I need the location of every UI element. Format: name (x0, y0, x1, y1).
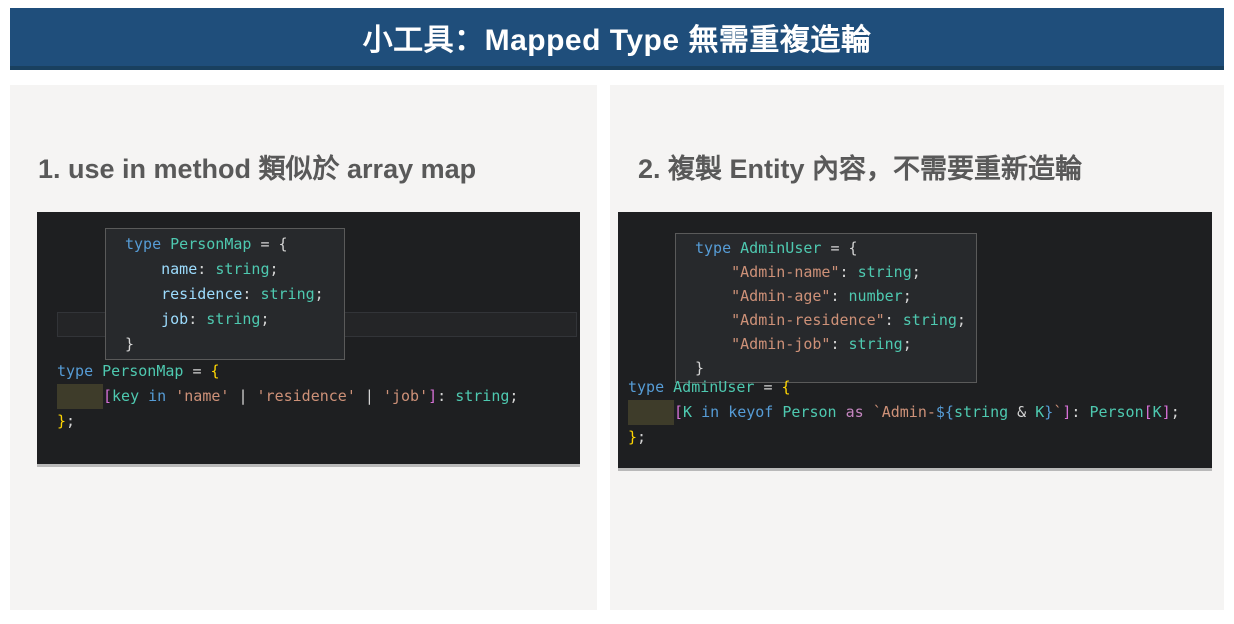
code-editor-screenshot-2: type AdminUser = { "Admin-name": string;… (618, 212, 1212, 468)
code-editor-screenshot-1: type PersonMap = { name: string; residen… (37, 212, 580, 464)
slide-header: 小工具：Mapped Type 無需重複造輪 (10, 8, 1224, 70)
hover-tooltip-1: type PersonMap = { name: string; residen… (105, 228, 345, 360)
code-text-1: type PersonMap = {[key in 'name' | 'resi… (57, 362, 519, 430)
panel-1: 1. use in method 類似於 array map type Pers… (10, 85, 597, 610)
slide-title: 小工具：Mapped Type 無需重複造輪 (362, 24, 872, 57)
indent-selection-highlight (57, 384, 103, 409)
hover-tooltip-2: type AdminUser = { "Admin-name": string;… (675, 233, 977, 383)
panel-2-heading: 2. 複製 Entity 內容，不需要重新造輪 (638, 154, 1083, 184)
code-text-2: type AdminUser = {[K in keyof Person as … (628, 378, 1180, 446)
indent-selection-highlight (628, 400, 674, 425)
panel-2: 2. 複製 Entity 內容，不需要重新造輪 type AdminUser =… (610, 85, 1224, 610)
panel-1-heading: 1. use in method 類似於 array map (38, 154, 477, 184)
